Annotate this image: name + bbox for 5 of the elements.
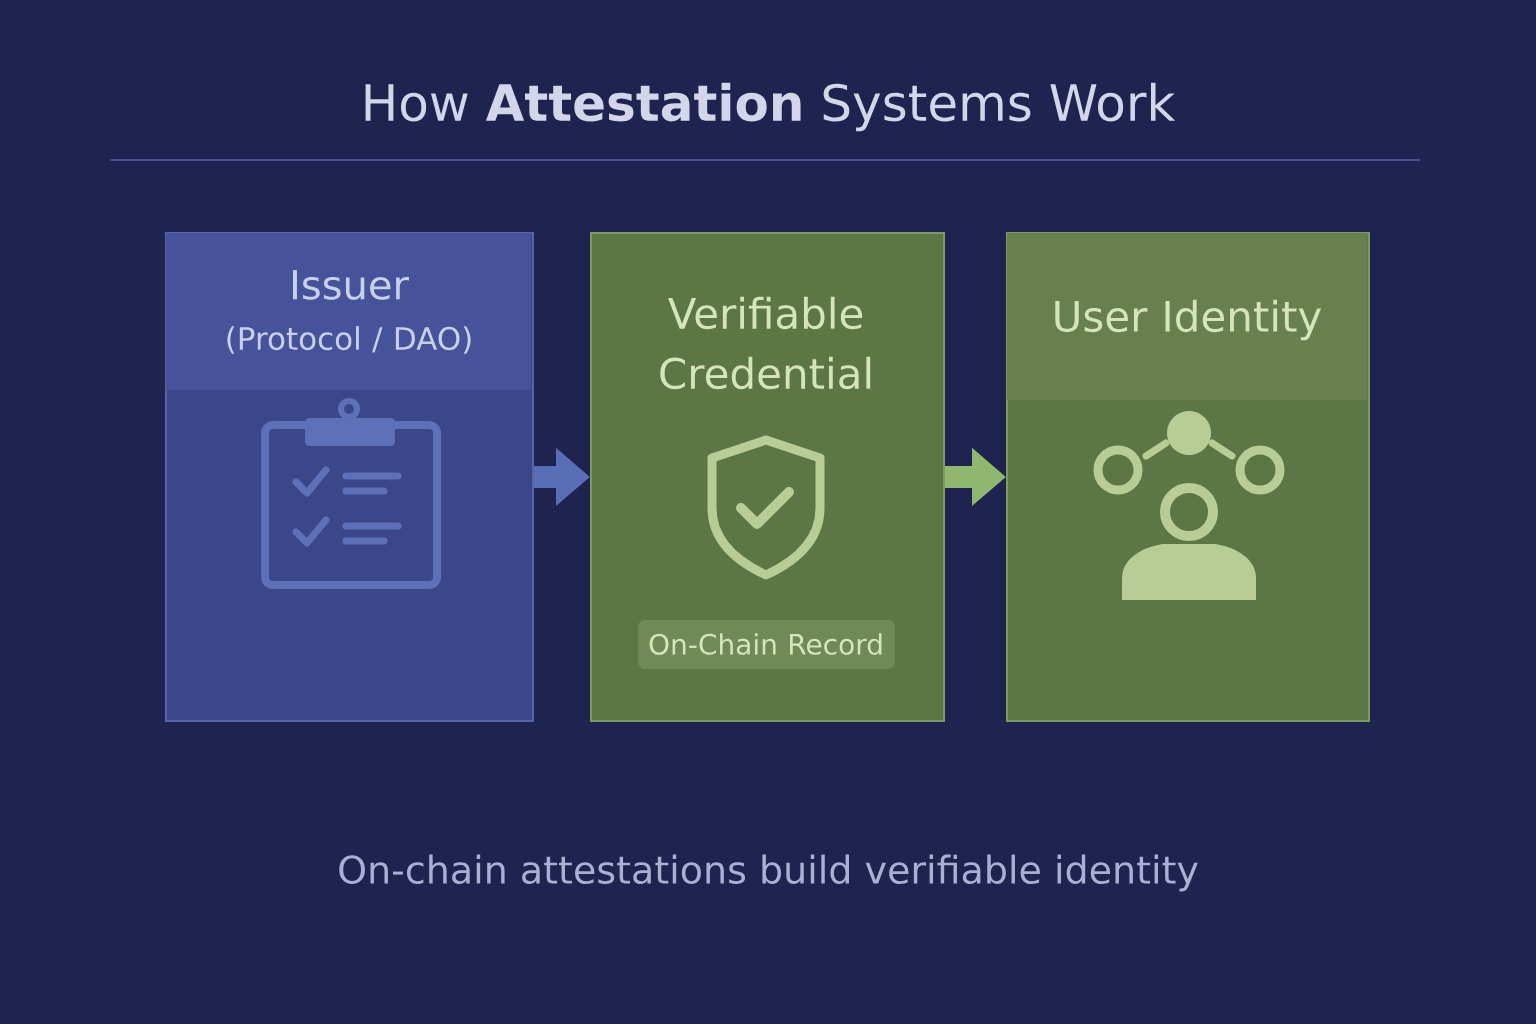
caption: On-chain attestations build verifiable identity — [339, 854, 1198, 892]
record-tag: On-Chain Record — [638, 620, 895, 669]
issuer-panel: Issuer (Protocol / DAO) — [165, 232, 534, 722]
identity-panel: User Identity — [1006, 232, 1370, 722]
title: How Attestation Systems Work — [365, 82, 1176, 132]
